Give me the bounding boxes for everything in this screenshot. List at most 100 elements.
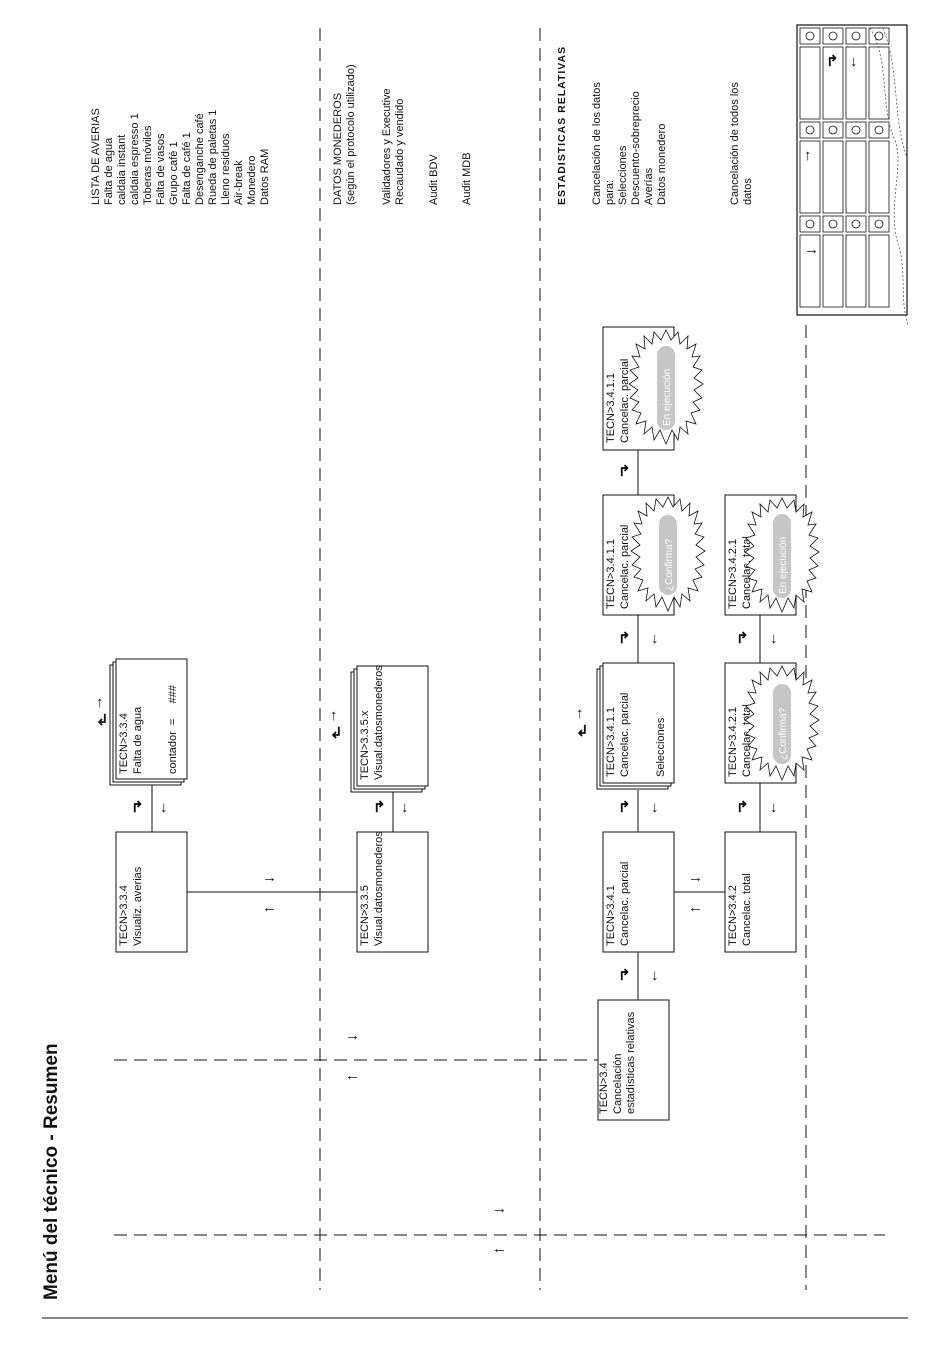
arrow-left-icon: ← [688, 899, 703, 916]
svg-text:Datos RAM: Datos RAM [259, 149, 271, 205]
box-tecn-3421-confirm: TECN>3.4.2.1 Cancelac. total ¿Confirma? [724, 662, 820, 784]
box-335-label: Visual.datosmonederos [373, 831, 385, 946]
svg-text:Validadores y Executive: Validadores y Executive [381, 88, 393, 205]
page-title: Menú del técnico - Resumen [41, 1043, 62, 1300]
box-3341-label: Falta de agua [132, 706, 144, 774]
box-34111a-code: TECN>3.4.1.1 [605, 539, 617, 609]
running-text-2: En ejecución [778, 537, 789, 594]
box-tecn-34: TECN>3.4 Cancelación estadísticas relati… [597, 999, 670, 1121]
box-3411-selections: Selecciones [655, 717, 667, 777]
stats-heading: ESTADISTICAS RELATIVAS [556, 46, 568, 205]
box-34111b-label: Cancelac. parcial [619, 359, 631, 443]
escape-icon: ↑ [576, 705, 584, 722]
fault-heading: LISTA DE AVERIAS [90, 108, 102, 205]
box-tecn-34111-confirm: TECN>3.4.1.1 Cancelac. parcial ¿Confirma… [602, 494, 706, 616]
box-34211-code: TECN>3.4.2.1 [727, 539, 739, 609]
arrow-left-icon: ← [345, 1067, 360, 1084]
enter-icon: ↱ [618, 799, 631, 816]
enter-icon: ↱ [618, 630, 631, 647]
box-34-line2: estadísticas relativas [625, 1011, 637, 1114]
box-3421-label: Cancelac. total [741, 704, 753, 777]
box-34-code: TECN>3.4 [598, 1062, 610, 1114]
keypad-dotted-curve [869, 27, 909, 326]
box-tecn-3411-stack: TECN>3.4.1.1 Cancelac. parcial Seleccion… [596, 662, 675, 790]
enter-icon: ↱ [736, 799, 749, 816]
box-335-code: TECN>3.3.5 [359, 885, 371, 946]
escape-icon: ↲ [576, 723, 589, 740]
arrow-left-icon: ← [492, 1240, 507, 1257]
svg-text:Air-break: Air-break [233, 160, 245, 205]
enter-icon: ↱ [373, 799, 386, 816]
svg-text:Averías: Averías [643, 167, 655, 205]
box-341-code: TECN>3.4.1 [605, 885, 617, 946]
box-3341-code: TECN>3.3.4 [118, 713, 130, 774]
arrow-down-icon: ↓ [160, 799, 168, 816]
keypad-dotted-curve-2 [882, 27, 909, 161]
svg-text:Monedero: Monedero [246, 155, 258, 205]
box-342-label: Cancelac. total [741, 873, 753, 946]
box-334-code: TECN>3.3.4 [118, 885, 130, 946]
svg-text:caldaia instant: caldaia instant [116, 135, 128, 205]
coin-heading: DATOS MONEDEROS [332, 93, 344, 205]
box-341-label: Cancelac. parcial [619, 862, 631, 946]
box-tecn-335x-stack: TECN>3.3.5.x Visual.datosmonederos [350, 665, 429, 793]
confirm-text-1: ¿Confirma? [664, 538, 675, 591]
arrow-down-icon: ↓ [770, 630, 778, 647]
svg-text:Desenganche café: Desenganche café [194, 113, 206, 205]
box-3421-code: TECN>3.4.2.1 [727, 707, 739, 777]
coin-data-block: DATOS MONEDEROS (según el protocolo util… [332, 64, 473, 205]
arrow-down-icon: ↓ [401, 799, 409, 816]
box-34-line1: Cancelación [612, 1053, 624, 1114]
svg-text:Lleno residuos: Lleno residuos [220, 133, 232, 205]
box-342-code: TECN>3.4.2 [727, 885, 739, 946]
key-right-icon: → [804, 241, 819, 258]
box-tecn-342: TECN>3.4.2 Cancelac. total [724, 831, 797, 953]
running-text-1: En ejecución [662, 369, 673, 426]
enter-icon: ↱ [131, 799, 144, 816]
box-tecn-341: TECN>3.4.1 Cancelac. parcial [602, 831, 675, 953]
arrow-right-icon: → [492, 1200, 507, 1217]
keypad-illustration: ↱ ↓ ↑ → [796, 24, 909, 326]
stats-block: ESTADISTICAS RELATIVAS Cancelación de lo… [556, 46, 754, 205]
box-tecn-34211-running: TECN>3.4.2.1 Cancelac. total En ejecució… [724, 494, 820, 616]
box-tecn-3341-stack: TECN>3.3.4 Falta de agua contador = ### [109, 658, 188, 786]
box-tecn-335: TECN>3.3.5 Visual.datosmonederos [356, 831, 429, 953]
svg-text:Cancelación de los datos: Cancelación de los datos [591, 82, 603, 205]
box-34111a-label: Cancelac. parcial [619, 525, 631, 609]
box-34111b-code: TECN>3.4.1.1 [605, 373, 617, 443]
arrow-right-icon: → [345, 1027, 360, 1044]
escape-icon: ↑ [96, 694, 104, 711]
svg-text:Falta de café 1: Falta de café 1 [181, 132, 193, 205]
box-34211-label: Cancelac. total [741, 536, 753, 609]
coin-subheading: (según el protocolo utilizado) [345, 64, 357, 205]
escape-icon: ↑ [330, 707, 338, 724]
svg-text:Rueda de paletas 1: Rueda de paletas 1 [207, 110, 219, 205]
running-burst-1: En ejecución [628, 329, 704, 445]
svg-text:Recaudado y vendido: Recaudado y vendido [394, 99, 406, 205]
enter-icon: ↱ [618, 967, 631, 984]
enter-icon: ↱ [618, 463, 631, 480]
running-burst-2: En ejecución [744, 497, 820, 613]
arrow-down-icon: ↓ [651, 630, 659, 647]
svg-text:Descuento-sobreprecio: Descuento-sobreprecio [630, 91, 642, 205]
arrow-down-icon: ↓ [651, 799, 659, 816]
svg-text:caldaia espresso 1: caldaia espresso 1 [129, 113, 141, 205]
key-enter-icon: ↱ [826, 53, 839, 70]
escape-icon: ↲ [96, 712, 109, 729]
enter-icon: ↱ [736, 630, 749, 647]
key-escape-icon: ↑ [804, 147, 812, 164]
connectors [151, 450, 761, 1000]
svg-text:Datos monedero: Datos monedero [656, 124, 668, 205]
escape-icon: ↲ [330, 725, 343, 742]
fault-list: LISTA DE AVERIAS Falta de agua caldaia i… [90, 108, 271, 205]
confirm-burst-2: ¿Confirma? [744, 665, 820, 781]
svg-text:para:: para: [604, 180, 616, 205]
box-tecn-334: TECN>3.3.4 Visualiz. averias [115, 831, 188, 953]
arrow-down-icon: ↓ [770, 799, 778, 816]
arrow-left-icon: ← [262, 899, 277, 916]
audit-bdv: Audit BDV [428, 154, 440, 205]
audit-mdb: Audit MDB [461, 152, 473, 205]
box-3341-counter: contador = ### [167, 684, 179, 774]
box-tecn-34111-running: TECN>3.4.1.1 Cancelac. parcial En ejecuc… [602, 326, 704, 451]
svg-text:Falta de vasos: Falta de vasos [155, 133, 167, 205]
